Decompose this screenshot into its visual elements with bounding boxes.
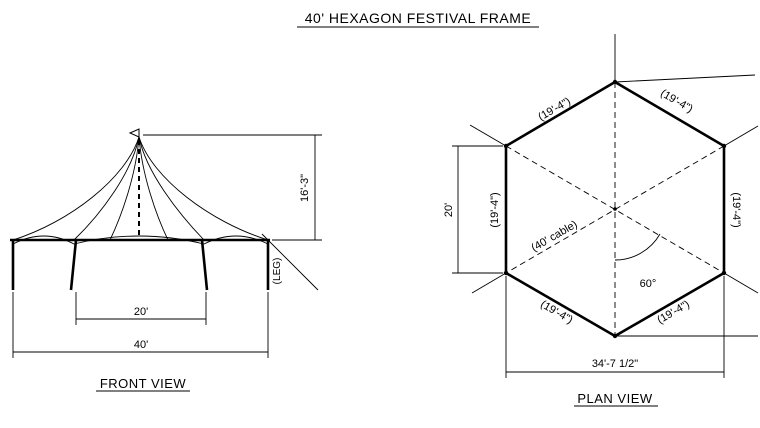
- height-dim-label: 16'-3": [299, 174, 311, 202]
- roof-outer-right: [138, 136, 269, 241]
- side-height-dim-label: 20': [443, 203, 455, 217]
- roof-mid-left: [109, 136, 140, 241]
- guy-line-top-left: [469, 124, 507, 147]
- guy-line-top-right: [723, 125, 759, 147]
- leg-inner-right: [200, 239, 209, 291]
- front-view-label: FRONT VIEW: [100, 376, 187, 391]
- side-left-label: (19'-4"): [489, 192, 501, 227]
- front-view: 16'-3" (LEG) 20' 40' FRONT VIEW: [10, 128, 322, 392]
- guy-line-bottom-left: [471, 272, 507, 294]
- width-dim-label: 34'-7 1/2": [592, 358, 638, 370]
- pole-dot-center: [613, 207, 617, 211]
- roof-inner-right: [138, 136, 205, 241]
- roof-outer-left: [12, 136, 140, 241]
- valance-scallops: [12, 235, 269, 245]
- roof-mid-right: [138, 136, 169, 241]
- plan-view: (19'-4") (19'-4") (19'-4") (19'-4") (19'…: [443, 34, 759, 407]
- guy-line-bottom-right: [723, 272, 759, 294]
- roof-inner-left: [73, 136, 140, 241]
- pole-dot-bottom-left: [503, 270, 509, 276]
- peak-flag-icon: [128, 128, 140, 138]
- cable-label: (40' cable): [529, 218, 579, 254]
- leg-inner-left: [69, 239, 78, 291]
- plan-view-label: PLAN VIEW: [577, 391, 653, 406]
- angle-label: 60°: [640, 278, 657, 290]
- pole-dot-top-left: [503, 143, 509, 149]
- guy-line: [261, 233, 319, 291]
- angle-arc: [614, 233, 661, 261]
- pole-dot-top-right: [721, 143, 727, 149]
- cable-diag-1: [505, 145, 725, 274]
- overall-width-dim-label: 40': [134, 339, 148, 351]
- side-right-label: (19'-4"): [730, 192, 742, 227]
- guy-line-top: [614, 74, 756, 83]
- cable-diag-2: [505, 145, 725, 274]
- pole-dot-bottom-right: [721, 270, 727, 276]
- drawing-title: 40' HEXAGON FESTIVAL FRAME: [305, 10, 532, 26]
- pole-dot-top: [612, 79, 618, 85]
- inner-width-dim-label: 20': [134, 306, 148, 318]
- leg-label: (LEG): [272, 258, 283, 285]
